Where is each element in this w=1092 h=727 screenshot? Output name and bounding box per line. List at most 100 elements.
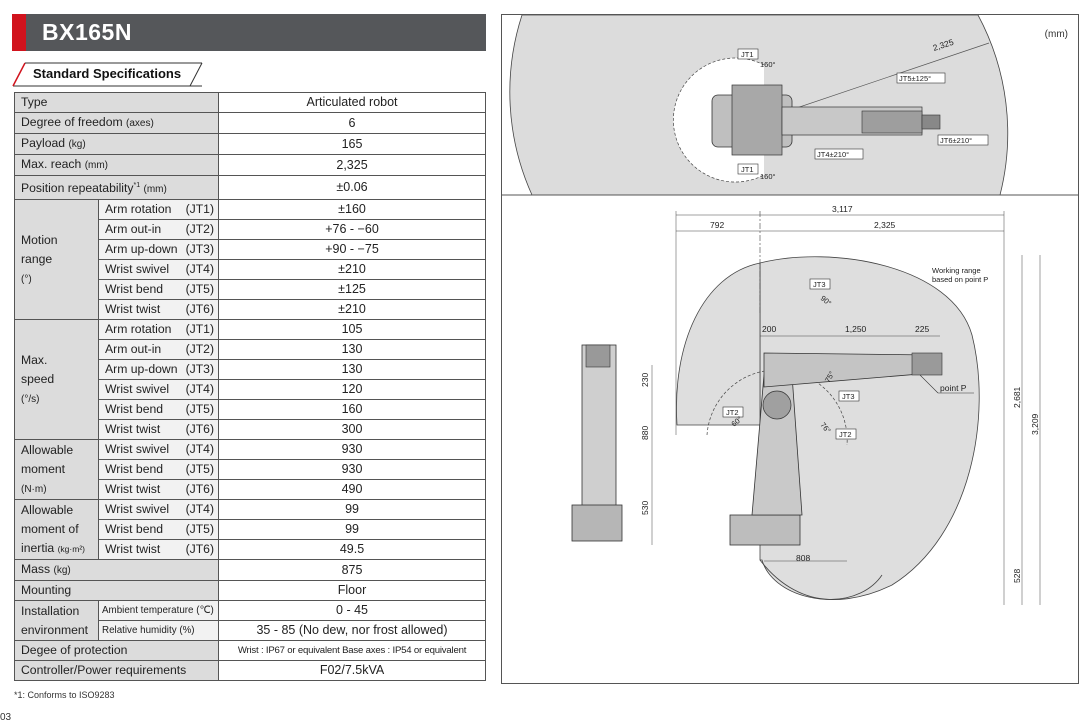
table-row: Payload (kg) 165: [13, 133, 487, 155]
spec-label: Degee of protection: [13, 640, 220, 662]
spec-value: +90 - −75: [218, 239, 487, 261]
joint-tag: (JT2): [185, 222, 215, 237]
table-row: Wrist bend(JT5) ±125: [15, 279, 487, 301]
group-max-speed: Max. speed (°/s): [14, 319, 99, 441]
sub-label-text: Arm out-in: [105, 342, 162, 357]
group-label-line: Max.: [21, 352, 48, 367]
sub-label: Wrist twist (JT6): [97, 539, 220, 561]
spec-value: Articulated robot: [218, 92, 487, 113]
spec-value: ±210: [218, 259, 487, 281]
spec-value: Wrist : IP67 or equivalent Base axes : I…: [218, 640, 487, 662]
spec-value: 35 - 85 (No dew, nor frost allowed): [218, 620, 487, 642]
table-row: Max. speed (°/s) Arm rotation(JT1) 105: [14, 319, 487, 441]
joint-tag: (JT6): [185, 302, 215, 317]
side-range-lower-curve: [759, 559, 883, 600]
spec-unit: (axes): [126, 118, 154, 129]
table-row: Controller/Power requirements F02/7.5kVA: [13, 660, 487, 682]
spec-value: 930: [218, 459, 487, 481]
joint-tag: (JT4): [185, 382, 215, 397]
group-label-line: inertia: [21, 540, 55, 555]
dim-reach: 2,325: [874, 220, 896, 230]
working-range-label-1: Working range: [932, 266, 981, 275]
joint-tag: (JT6): [185, 542, 215, 557]
table-row: Allowable moment (N·m) Wrist swivel(JT4)…: [14, 439, 487, 501]
top-wrist-shape: [921, 114, 941, 130]
sub-label-text: Wrist twist: [105, 422, 161, 437]
side-view: 3,117 792 2,325 Working range based on p…: [571, 204, 1041, 605]
dim-230: 230: [640, 373, 650, 387]
dim-total: 3,117: [832, 204, 853, 214]
table-row: Degee of protection Wrist : IP67 or equi…: [13, 640, 487, 662]
profile-arm-shape: [581, 344, 617, 536]
spec-value: 0 - 45: [218, 600, 487, 622]
table-row: Mounting Floor: [13, 580, 487, 602]
top-jt4-label: JT4±210°: [817, 150, 849, 159]
table-row: Arm up-down(JT3) +90 - −75: [15, 239, 487, 261]
group-label-line: moment: [21, 461, 66, 476]
footnote-mark: *1: [133, 182, 141, 189]
spec-label: Type: [13, 92, 220, 113]
spec-value: ±0.06: [218, 174, 487, 201]
side-base-shape: [729, 514, 801, 546]
spec-value: 2,325: [218, 154, 487, 176]
joint-tag: (JT5): [185, 462, 215, 477]
sub-label-text: Wrist twist: [105, 482, 161, 497]
joint-tag: (JT6): [185, 482, 215, 497]
dim-808: 808: [796, 553, 810, 563]
table-row: Wrist twist(JT6) 300: [15, 419, 487, 441]
group-label-line: Motion: [21, 232, 58, 247]
side-elbow-joint: [762, 390, 792, 420]
group-motion-range: Motion range (°): [14, 199, 99, 321]
table-row: Arm out-in(JT2) +76 - −60: [15, 219, 487, 241]
sub-label: Wrist swivel(JT4): [97, 499, 220, 521]
page-number: 03: [0, 712, 12, 723]
sub-label-text: Wrist bend: [105, 402, 164, 417]
spec-value: 300: [218, 419, 487, 441]
top-forearm-shape: [861, 110, 923, 134]
spec-value: 130: [218, 359, 487, 381]
sub-label-text: Wrist swivel: [105, 382, 170, 397]
table-row: Wrist bend(JT5) 160: [15, 399, 487, 421]
sub-label-text: Wrist swivel: [105, 262, 170, 277]
group-installation-environment: Installation environment: [14, 600, 99, 642]
group-label-line: range: [21, 251, 53, 266]
group-unit: (kg·m²): [57, 543, 85, 554]
sub-label-text: Wrist twist: [105, 542, 161, 557]
table-row: Degree of freedom (axes) 6: [13, 112, 487, 134]
side-working-range-rear: [676, 262, 761, 426]
table-row: Type Articulated robot: [13, 92, 487, 113]
group-unit: (N·m): [21, 483, 47, 495]
table-row: Wrist swivel (JT4) ±210: [15, 259, 487, 281]
joint-tag: (JT5): [185, 402, 215, 417]
dim-1250: 1,250: [845, 324, 867, 334]
top-jt5-label: JT5±125°: [899, 74, 931, 83]
spec-value: F02/7.5kVA: [218, 660, 487, 682]
group-label-line: moment of: [21, 521, 79, 536]
spec-value: 49.5: [218, 539, 487, 561]
spec-label: Mass: [21, 562, 51, 577]
table-row: Arm out-in(JT2) 130: [15, 339, 487, 361]
table-row: Wrist bend(JT5) 930: [15, 459, 487, 481]
profile-base-shape: [571, 504, 623, 542]
top-jt6-label: JT6±210°: [940, 136, 972, 145]
side-wrist-shape: [911, 352, 943, 376]
sub-label: Arm out-in (JT2): [97, 219, 220, 241]
dim-3209: 3,209: [1030, 413, 1040, 435]
sub-label: Wrist bend(JT5): [97, 519, 220, 541]
spec-value: 930: [218, 439, 487, 461]
table-row: Motion range (°) Arm rotation(JT1) ±160: [14, 199, 487, 321]
spec-value: 490: [218, 479, 487, 501]
spec-value: 120: [218, 379, 487, 401]
dimension-drawing: JT1 160° JT1 160° 2,325 JT5±125° JT4±210…: [501, 14, 1079, 684]
sub-label-text: Arm out-in: [105, 222, 162, 237]
sub-label-text: Arm rotation: [105, 202, 172, 217]
group-unit: (°/s): [21, 393, 40, 405]
section-tab-frame: [12, 62, 203, 87]
sub-label: Wrist twist(JT6): [97, 419, 220, 441]
spec-label: Position repeatability: [21, 181, 134, 196]
joint-tag: (JT3): [185, 362, 215, 377]
joint-tag: (JT4): [185, 262, 215, 277]
working-range-label-2: based on point P: [932, 275, 988, 284]
sub-label: Arm rotation(JT1): [97, 319, 220, 341]
sub-label: Wrist swivel (JT4): [97, 259, 220, 281]
